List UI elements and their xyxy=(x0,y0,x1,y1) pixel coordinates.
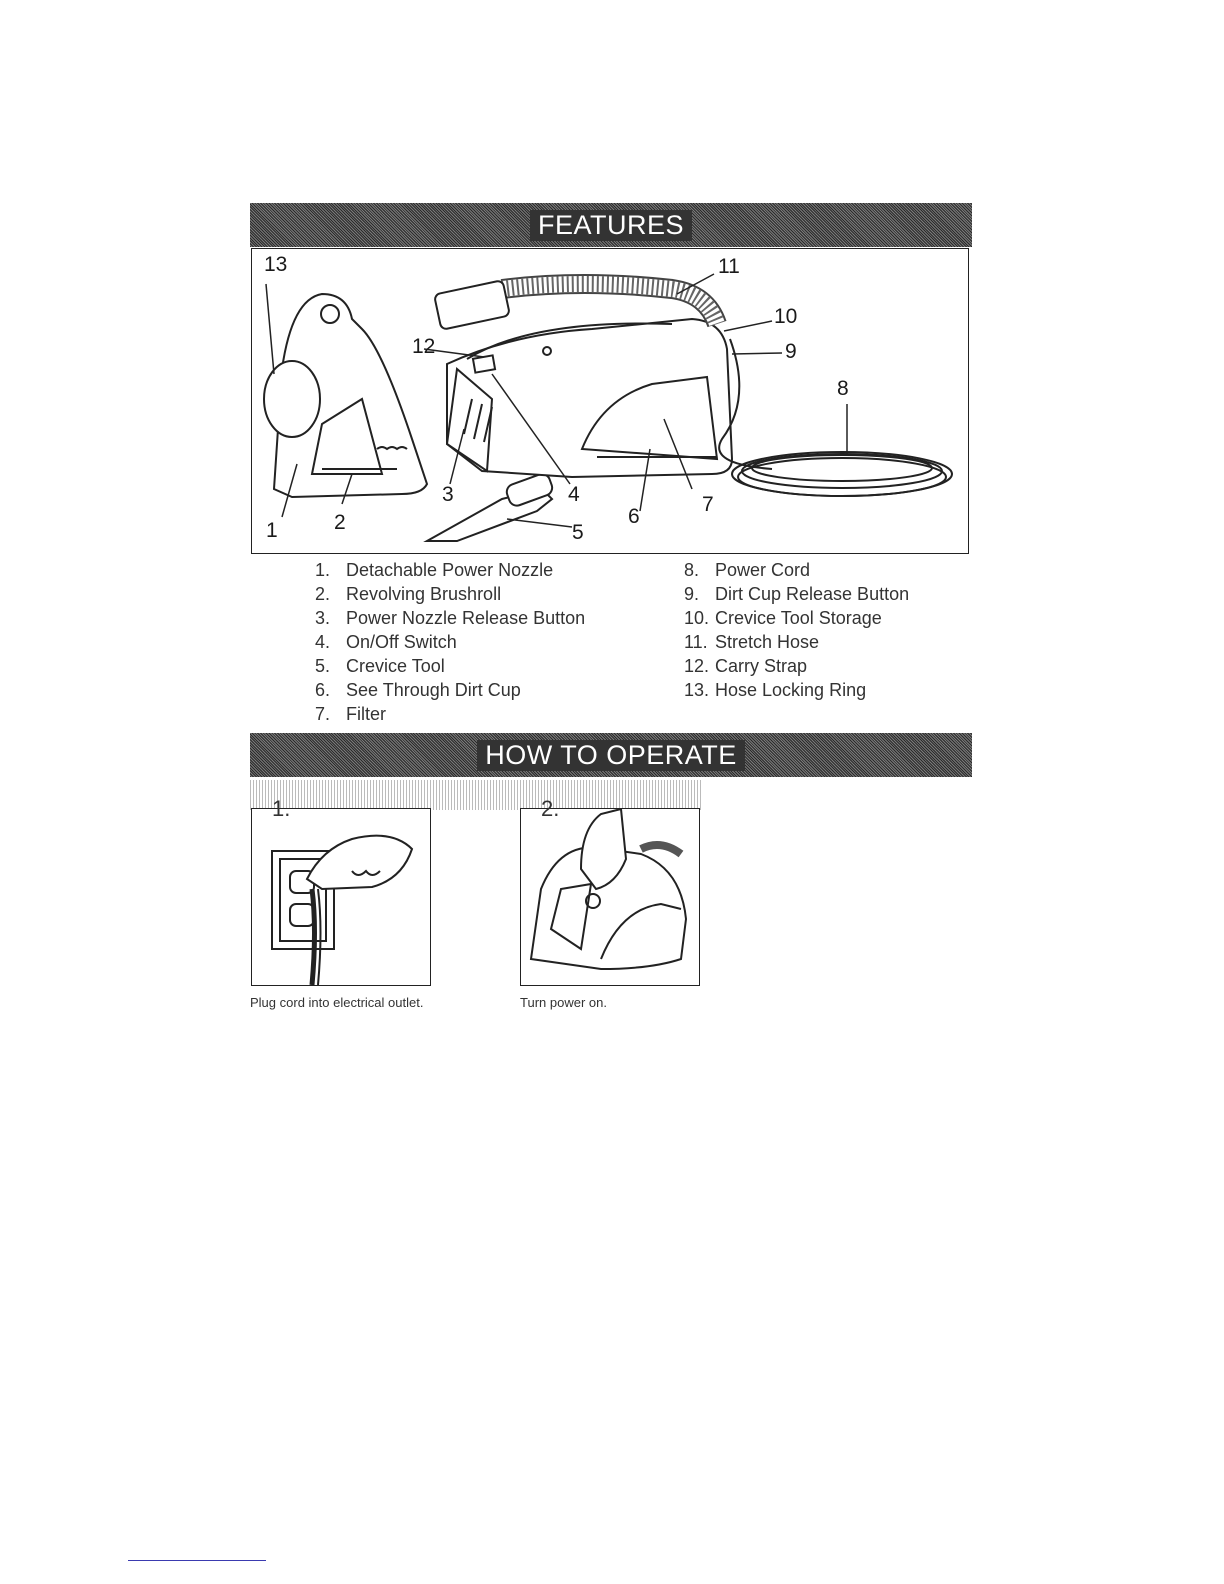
footer-rule xyxy=(128,1560,266,1561)
operate-heading: HOW TO OPERATE xyxy=(477,739,745,771)
callout-2: 2 xyxy=(334,511,346,534)
callout-13: 13 xyxy=(264,253,288,276)
list-item: 10.Crevice Tool Storage xyxy=(684,608,882,628)
step-2-caption: Turn power on. xyxy=(520,995,607,1010)
callout-4: 4 xyxy=(568,483,580,506)
operate-heading-band: HOW TO OPERATE xyxy=(250,733,972,777)
list-item: 3.Power Nozzle Release Button xyxy=(315,608,586,628)
callout-8: 8 xyxy=(837,377,849,400)
features-heading-band: FEATURES xyxy=(250,203,972,247)
list-item: 8.Power Cord xyxy=(684,560,811,580)
callout-5: 5 xyxy=(572,521,584,544)
callout-12: 12 xyxy=(412,335,436,358)
list-item: 4.On/Off Switch xyxy=(315,632,457,652)
list-item: 7.Filter xyxy=(315,704,386,724)
list-item: 12.Carry Strap xyxy=(684,656,808,676)
callout-9: 9 xyxy=(785,340,797,363)
callout-7: 7 xyxy=(702,493,714,516)
features-list-right: 8.Power Cord 9.Dirt Cup Release Button 1… xyxy=(684,558,909,702)
callout-11: 11 xyxy=(718,255,740,278)
callout-1: 1 xyxy=(266,519,278,542)
callout-3: 3 xyxy=(442,483,454,506)
outlet-icon xyxy=(271,834,414,985)
list-item: 5.Crevice Tool xyxy=(315,656,445,676)
list-item: 1.Detachable Power Nozzle xyxy=(315,560,554,580)
features-list-left: 1.Detachable Power Nozzle 2.Revolving Br… xyxy=(315,558,585,726)
list-item: 6.See Through Dirt Cup xyxy=(315,680,521,700)
list-item: 11.Stretch Hose xyxy=(684,632,820,652)
list-item: 2.Revolving Brushroll xyxy=(315,584,502,604)
turn-power-on-illustration xyxy=(520,808,700,986)
callout-6: 6 xyxy=(628,505,640,528)
list-item: 9.Dirt Cup Release Button xyxy=(684,584,910,604)
steps-header-strip xyxy=(250,780,702,810)
plug-into-outlet-illustration xyxy=(251,808,431,986)
step-2-number: 2. xyxy=(541,796,560,821)
features-heading: FEATURES xyxy=(529,209,692,241)
list-item: 13.Hose Locking Ring xyxy=(684,680,867,700)
step-1-caption: Plug cord into electrical outlet. xyxy=(250,995,424,1010)
vacuum-illustration xyxy=(263,273,953,542)
callout-10: 10 xyxy=(774,305,798,328)
vacuum-switch-icon xyxy=(529,809,688,971)
step-1-number: 1. xyxy=(272,796,291,821)
features-illustration: 13 11 10 9 8 12 3 4 5 6 7 1 2 xyxy=(251,248,969,554)
